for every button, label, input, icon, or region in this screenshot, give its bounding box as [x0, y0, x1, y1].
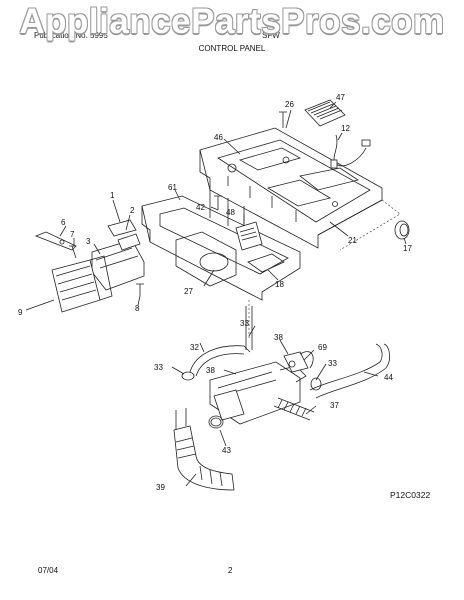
- callout-42: 42: [196, 203, 205, 212]
- callout-46: 46: [214, 133, 223, 142]
- callout-39: 39: [156, 483, 165, 492]
- publication-number: Publication No. 5995: [34, 31, 108, 40]
- filter-pad: [304, 99, 346, 127]
- callout-44: 44: [384, 373, 393, 382]
- vent-elbow-hose: [173, 408, 235, 491]
- callout-43: 43: [222, 446, 231, 455]
- callout-32: 32: [190, 343, 199, 352]
- fill-hose: [245, 306, 253, 350]
- callout-21: 21: [348, 236, 357, 245]
- section-title: CONTROL PANEL: [198, 44, 266, 53]
- wire-harness: [330, 134, 371, 169]
- callout-17: 17: [403, 244, 412, 253]
- callout-2: 2: [130, 206, 135, 215]
- callout-labels: 1 2 3 6 7 8 9 12 17 18 21 26 27 32 33 33…: [18, 93, 412, 492]
- top-frame-assembly: [199, 127, 401, 251]
- bellows-hose: [273, 397, 315, 421]
- callout-38-top: 38: [274, 333, 283, 342]
- figure-code: P12C0322: [390, 490, 430, 500]
- water-valve: [283, 351, 314, 373]
- footer-date: 07/04: [38, 566, 59, 575]
- clamp-ring: [208, 415, 224, 429]
- callout-12: 12: [341, 124, 350, 133]
- callout-47: 47: [336, 93, 345, 102]
- callout-27: 27: [184, 287, 193, 296]
- screw-26: [279, 111, 287, 128]
- callout-33-left: 33: [154, 363, 163, 372]
- leader-lines: [25, 101, 407, 487]
- callout-37: 37: [330, 401, 339, 410]
- screw-8: [136, 283, 144, 296]
- callout-26: 26: [285, 100, 294, 109]
- callout-61: 61: [168, 183, 177, 192]
- dispenser-housing: [91, 219, 145, 291]
- control-board: [235, 221, 263, 251]
- callout-48: 48: [226, 208, 235, 217]
- leveling-knob: [394, 220, 410, 240]
- callout-6: 6: [61, 218, 66, 227]
- screw-42: [214, 195, 222, 210]
- curved-hose: [189, 345, 251, 377]
- drain-hose: [309, 343, 390, 399]
- callout-1: 1: [110, 191, 115, 200]
- callout-3: 3: [86, 237, 91, 246]
- callout-9: 9: [18, 308, 23, 317]
- callout-7: 7: [70, 230, 75, 239]
- dispenser-drawer: [51, 255, 113, 313]
- callout-69: 69: [318, 343, 327, 352]
- console-panel: [141, 190, 301, 301]
- callout-8: 8: [135, 304, 140, 313]
- model-number: SFW: [262, 31, 280, 40]
- callout-38-left: 38: [206, 366, 215, 375]
- hose-clamp-left: [181, 371, 195, 381]
- page-number: 2: [228, 566, 233, 575]
- hose-clamp-right: [310, 377, 322, 391]
- callout-18: 18: [275, 280, 284, 289]
- watermark: AppliancePartsPros.com: [19, 2, 445, 41]
- callout-33-top: 33: [240, 319, 249, 328]
- callout-33-right: 33: [328, 359, 337, 368]
- detergent-cup-housing: [209, 361, 307, 425]
